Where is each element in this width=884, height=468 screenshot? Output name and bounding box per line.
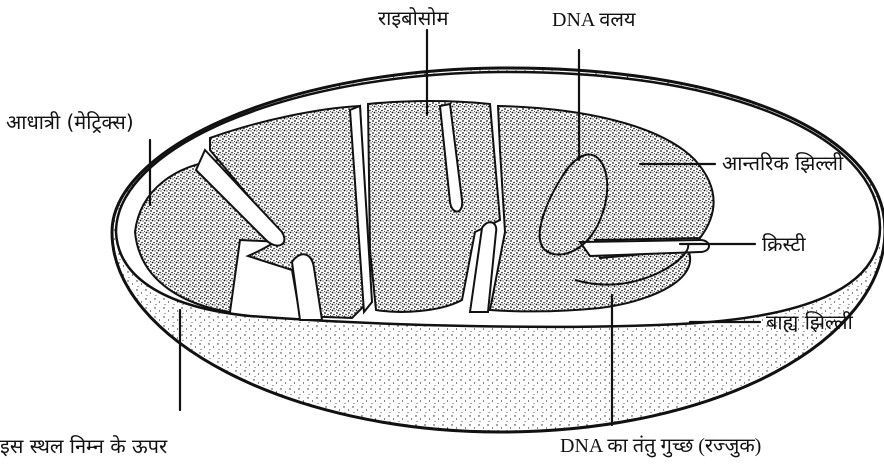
label-dna-ring: DNA वलय <box>552 10 636 30</box>
label-dna-strand: DNA का तंतु गुच्छ (रज्जुक) <box>560 436 761 456</box>
label-cut-surface: इस स्थल निम्न के ऊपर <box>0 436 167 456</box>
label-outer-membrane: बाह्य झिल्ली <box>766 312 853 332</box>
label-inner-membrane: आन्तरिक झिल्ली <box>722 153 843 173</box>
label-matrix: आधात्री (मेट्रिक्स) <box>6 112 134 132</box>
label-cristae: क्रिस्टी <box>762 234 806 254</box>
label-ribosome: राइबोसोम <box>378 8 448 28</box>
